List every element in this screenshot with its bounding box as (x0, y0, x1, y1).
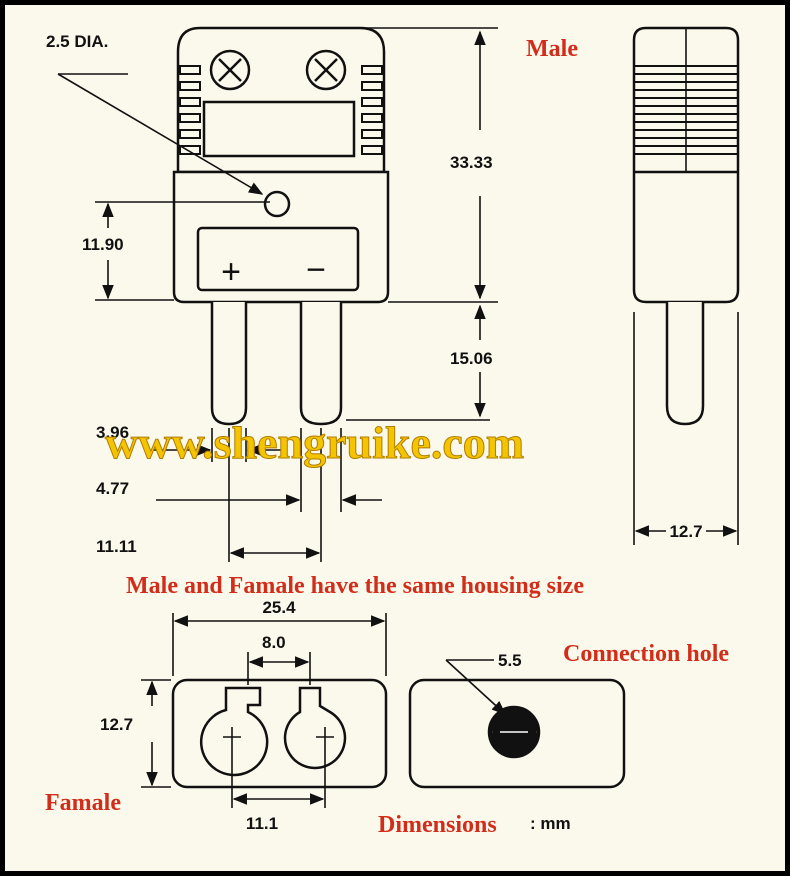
pin-gap-label: 4.77 (96, 479, 129, 498)
face-height-label: 12.7 (100, 715, 133, 734)
connection-hole-view (408, 678, 626, 789)
hole-dim-lines (445, 659, 539, 738)
male-side-view (632, 26, 740, 426)
male-dim-lines (57, 27, 498, 562)
hole-dia-label: 5.5 (498, 651, 522, 670)
pin-dia-label: 3.96 (96, 423, 129, 442)
pin-pitch-label: 11.11 (96, 537, 137, 556)
pin-right (299, 302, 343, 426)
screw-left-icon (209, 49, 251, 91)
female-face-view (171, 678, 388, 789)
same-size-note: Male and Famale have the same housing si… (126, 573, 584, 599)
plus-symbol: + (221, 253, 241, 291)
dimensions-title: Dimensions (378, 812, 497, 838)
height-label: 33.33 (450, 153, 493, 172)
connection-hole-title: Connection hole (563, 641, 729, 667)
male-front-view (172, 26, 390, 426)
face-width-label: 25.4 (262, 598, 296, 617)
polarity-plate (196, 226, 360, 292)
male-fins-right (361, 65, 383, 155)
male-fins-left (179, 65, 201, 155)
face-pitch-label: 11.1 (246, 814, 278, 833)
watermark: www.shengruike.com (105, 417, 524, 468)
body-label: 11.90 (82, 235, 124, 254)
side-width-label: 12.7 (669, 522, 702, 541)
side-fins (634, 65, 738, 155)
dia-label: 2.5 DIA. (46, 32, 108, 51)
drawing-canvas: + − 2.5 DIA. 33.33 11. (5, 5, 785, 871)
female-slot-right (283, 686, 347, 770)
minus-symbol: − (306, 251, 326, 289)
female-slot-left (199, 686, 269, 777)
male-title: Male (526, 36, 578, 62)
units-label: : mm (530, 814, 571, 833)
unit-value: mm (540, 814, 570, 833)
side-dim-lines (633, 312, 739, 545)
slot-spacing-label: 8.0 (262, 633, 286, 652)
dia-hole (263, 190, 291, 218)
famale-title: Famale (45, 790, 121, 816)
female-dim-lines (141, 613, 387, 808)
pin-length-label: 15.06 (450, 349, 493, 368)
side-pin (665, 302, 705, 426)
screw-right-icon (305, 49, 347, 91)
pin-left (210, 302, 248, 426)
connector-drawing: + − 2.5 DIA. 33.33 11. (45, 26, 740, 838)
male-label-plate (202, 100, 356, 158)
